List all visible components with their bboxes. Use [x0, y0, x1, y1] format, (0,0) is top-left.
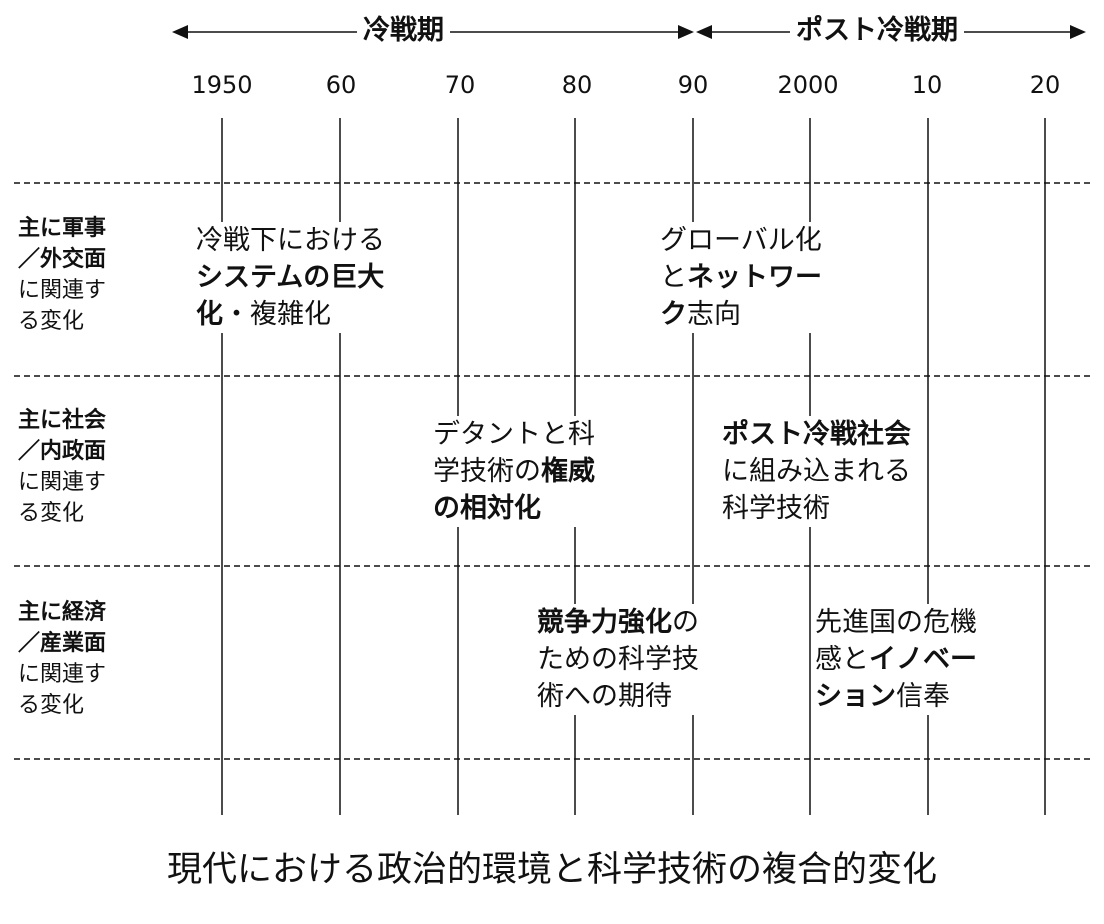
post-cold-war-label: ポスト冷戦期	[790, 14, 964, 48]
cell-economic-post-line3-bold: ション	[815, 681, 896, 712]
year-label-20: 20	[1027, 71, 1063, 99]
row-label-military-normal-2: る変化	[18, 309, 85, 334]
cell-social-cold-line2-normal: 学技術の	[433, 456, 541, 487]
cell-military-cold-line1: 冷戦下における	[196, 225, 385, 256]
diagram-caption: 現代における政治的環境と科学技術の複合的変化	[166, 850, 937, 890]
cell-military-post-cold-war: グローバル化 とネットワー ク志向	[660, 222, 822, 333]
cell-economic-cold-line3: 術への期待	[537, 681, 672, 712]
cell-economic-cold-line1-normal: の	[672, 607, 699, 638]
cell-military-post-line2-normal: と	[660, 262, 687, 293]
cell-social-post-cold-war: ポスト冷戦社会 に組み込まれる 科学技術	[722, 416, 911, 527]
cell-economic-cold-line2: ための科学技	[537, 644, 699, 675]
row-label-economic: 主に経済 ／産業面 に関連す る変化	[18, 597, 168, 721]
cell-military-cold-war: 冷戦下における システムの巨大 化・複雑化	[196, 222, 385, 333]
year-label-70: 70	[442, 71, 478, 99]
year-label-10: 10	[909, 71, 945, 99]
cell-economic-post-line1: 先進国の危機	[815, 607, 977, 638]
row-label-social-normal-1: に関連す	[18, 470, 107, 495]
cell-military-cold-line3-bold: 化	[196, 299, 223, 330]
row-label-military-bold-1: 主に軍事	[18, 216, 107, 241]
cell-social-post-line1-bold: ポスト冷戦社会	[722, 419, 911, 450]
cell-social-cold-line3-bold: の相対化	[433, 493, 541, 524]
year-label-60: 60	[323, 71, 359, 99]
row-label-social-bold-1: 主に社会	[18, 408, 107, 433]
row-label-social: 主に社会 ／内政面 に関連す る変化	[18, 405, 168, 529]
cell-economic-post-cold-war: 先進国の危機 感とイノベー ション信奉	[815, 604, 977, 715]
cell-military-post-line1: グローバル化	[660, 225, 822, 256]
post-cold-war-arrow-right-head	[1070, 25, 1086, 39]
row-label-economic-bold-1: 主に経済	[18, 600, 107, 625]
cell-military-cold-line2-bold: システムの巨大	[196, 262, 385, 293]
cell-military-post-line3-bold: ク	[660, 299, 687, 330]
row-label-military: 主に軍事 ／外交面 に関連す る変化	[18, 213, 168, 337]
cold-war-arrow-left-head	[172, 25, 188, 39]
cell-military-post-line3-normal: 志向	[687, 299, 741, 330]
cell-economic-cold-line1-bold: 競争力強化	[537, 607, 672, 638]
cell-social-post-line3: 科学技術	[722, 493, 830, 524]
cell-economic-post-line2-bold: イノベー	[869, 644, 977, 675]
row-label-military-bold-2: ／外交面	[18, 247, 107, 272]
row-label-economic-normal-2: る変化	[18, 693, 85, 718]
year-label-1950: 1950	[189, 71, 255, 99]
row-label-military-normal-1: に関連す	[18, 278, 107, 303]
row-label-economic-bold-2: ／産業面	[18, 631, 107, 656]
cold-war-arrow-right-head	[678, 25, 694, 39]
cell-economic-cold-war: 競争力強化の ための科学技 術への期待	[537, 604, 699, 715]
cell-social-cold-line1: デタントと科	[433, 419, 595, 450]
row-label-economic-normal-1: に関連す	[18, 662, 107, 687]
year-label-90: 90	[675, 71, 711, 99]
cell-economic-post-line2-normal: 感と	[815, 644, 869, 675]
cell-military-post-line2-bold: ネットワー	[687, 262, 822, 293]
cell-social-post-line2: に組み込まれる	[722, 456, 911, 487]
year-label-2000: 2000	[775, 71, 841, 99]
cell-military-cold-line3-normal: ・複雑化	[223, 299, 331, 330]
row-label-social-normal-2: る変化	[18, 501, 85, 526]
cell-economic-post-line3-normal: 信奉	[896, 681, 950, 712]
row-label-social-bold-2: ／内政面	[18, 439, 107, 464]
post-cold-war-arrow-left-head	[696, 25, 712, 39]
year-label-80: 80	[559, 71, 595, 99]
cell-social-cold-line2-bold: 権威	[541, 456, 595, 487]
cold-war-label: 冷戦期	[357, 14, 450, 48]
cell-social-cold-war: デタントと科 学技術の権威 の相対化	[433, 416, 595, 527]
